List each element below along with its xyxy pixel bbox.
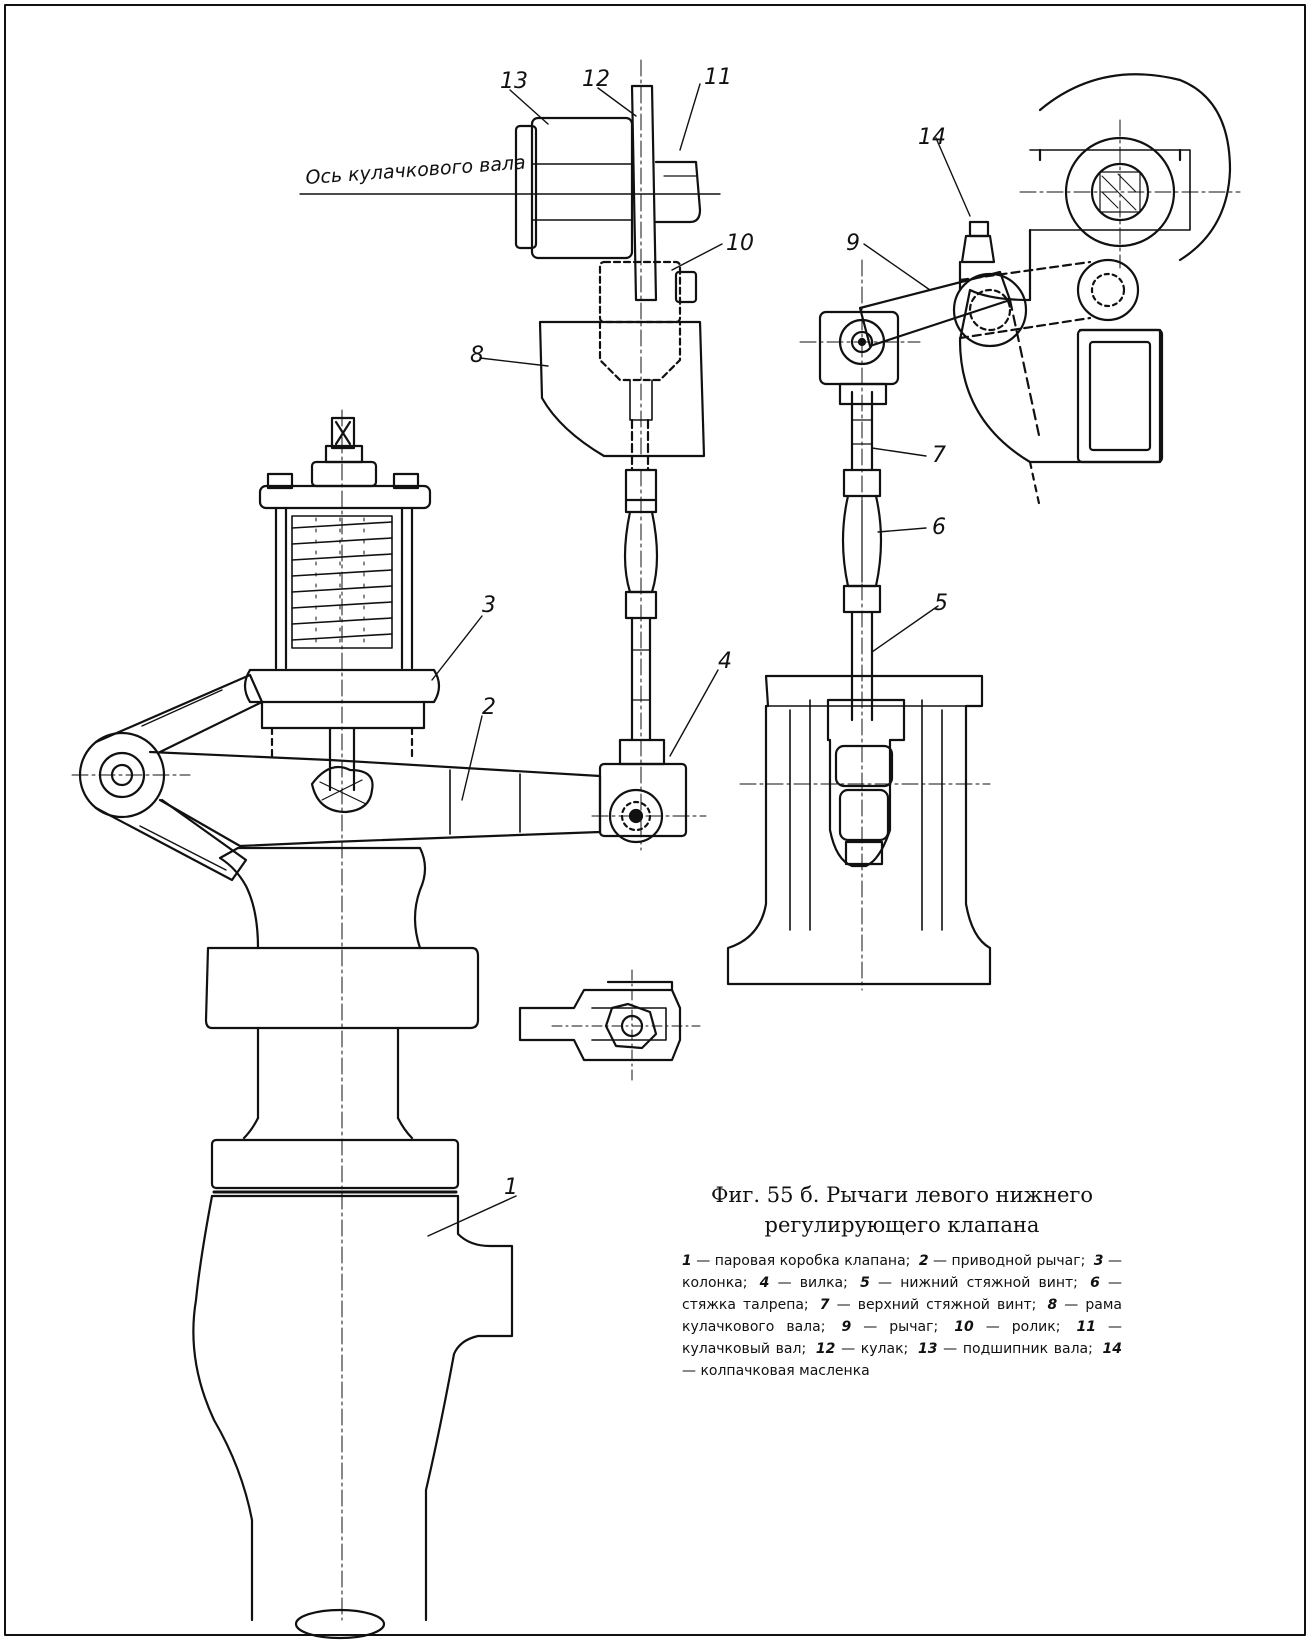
legend-item-text: паровая коробка клапана;: [714, 1253, 911, 1269]
callout-11: 11: [704, 65, 732, 90]
legend-item-number: 2: [918, 1253, 929, 1269]
legend-item-text: нижний стяжной винт;: [900, 1275, 1078, 1291]
legend-item-number: 12: [815, 1341, 836, 1357]
callout-8: 8: [470, 343, 484, 368]
legend-item-number: 14: [1102, 1341, 1123, 1357]
callout-7: 7: [932, 443, 946, 468]
legend-item-number: 5: [860, 1275, 870, 1291]
legend-item-number: 7: [819, 1297, 830, 1313]
legend-item: 13 — подшипник вала;: [917, 1341, 1093, 1357]
legend-item: 11 — кулачковый вал;: [682, 1319, 1123, 1357]
legend-item-text: ролик;: [1011, 1319, 1061, 1335]
legend-item: 8 — рама кулачкового вала;: [682, 1297, 1122, 1335]
legend-item-text: кулак;: [860, 1341, 909, 1357]
callout-3: 3: [482, 593, 496, 618]
legend-item-text: стяжка талрепа;: [682, 1297, 809, 1313]
callout-14: 14: [918, 125, 946, 150]
figure-title: Фиг. 55 б. Рычаги левого нижнего регулир…: [710, 1183, 1094, 1237]
page-border: [4, 4, 1306, 1636]
right-lever-assembly: [818, 73, 1232, 510]
legend-item: 4 — вилка;: [759, 1275, 848, 1291]
figure-legend: 1 — паровая коробка клапана; 2 — приводн…: [682, 1250, 1122, 1382]
legend-item-number: 4: [759, 1275, 770, 1291]
legend-item-text: колпачковая масленка: [700, 1363, 870, 1379]
leader-lines: [427, 83, 971, 1237]
callout-5: 5: [934, 591, 948, 616]
legend-item-number: 8: [1047, 1297, 1058, 1313]
lower-bracket: [726, 674, 992, 986]
legend-item: 1 — паровая коробка клапана;: [682, 1253, 911, 1269]
legend-item-text: колонка;: [682, 1275, 748, 1291]
callout-13: 13: [500, 69, 528, 94]
drive-lever: [78, 673, 602, 882]
camshaft-axis-label-text: Ось кулачкового вала: [305, 152, 527, 189]
legend-item: 2 — приводной рычаг;: [918, 1253, 1086, 1269]
legend-item: 12 — кулак;: [815, 1341, 909, 1357]
legend-item: 14 — колпачковая масленка: [682, 1341, 1123, 1379]
legend-item-number: 3: [1093, 1253, 1104, 1269]
callout-10: 10: [726, 231, 754, 256]
fork-joint: [598, 738, 688, 844]
callout-12: 12: [582, 67, 610, 92]
callout-2: 2: [482, 695, 496, 720]
legend-item-text: подшипник вала;: [962, 1341, 1093, 1357]
legend-item-text: рама кулачкового вала;: [682, 1297, 1122, 1335]
callout-9: 9: [846, 231, 860, 256]
cam-frame-top: [299, 84, 721, 458]
legend-item-number: 1: [682, 1253, 692, 1269]
legend-item-text: приводной рычаг;: [951, 1253, 1086, 1269]
center-lines: [71, 59, 1241, 1621]
legend-item: 6 — стяжка талрепа;: [682, 1275, 1123, 1313]
legend-item-text: кулачковый вал;: [682, 1341, 807, 1357]
camshaft-axis-label: Ось кулачкового вала: [305, 152, 527, 189]
legend-item: 3 — колонка;: [682, 1253, 1122, 1291]
legend-item-text: рычаг;: [889, 1319, 939, 1335]
callout-1: 1: [504, 1175, 518, 1200]
legend-item: 7 — верхний стяжной винт;: [819, 1297, 1037, 1313]
figure-caption: Фиг. 55 б. Рычаги левого нижнего регулир…: [682, 1180, 1122, 1382]
valve-steam-box: [192, 846, 514, 1640]
legend-item: 9 — рычаг;: [841, 1319, 939, 1335]
legend-item-number: 6: [1090, 1275, 1100, 1291]
fork-detail-view: [518, 969, 701, 1081]
callout-6: 6: [932, 515, 946, 540]
legend-item-text: вилка;: [799, 1275, 848, 1291]
legend-item-number: 13: [917, 1341, 938, 1357]
legend-item-text: верхний стяжной винт;: [857, 1297, 1037, 1313]
legend-item-number: 9: [841, 1319, 852, 1335]
legend-item-number: 10: [954, 1319, 974, 1335]
callout-4: 4: [718, 649, 732, 674]
legend-item: 5 — нижний стяжной винт;: [860, 1275, 1078, 1291]
legend-item: 10 — ролик;: [954, 1319, 1061, 1335]
legend-item-number: 11: [1076, 1319, 1096, 1335]
